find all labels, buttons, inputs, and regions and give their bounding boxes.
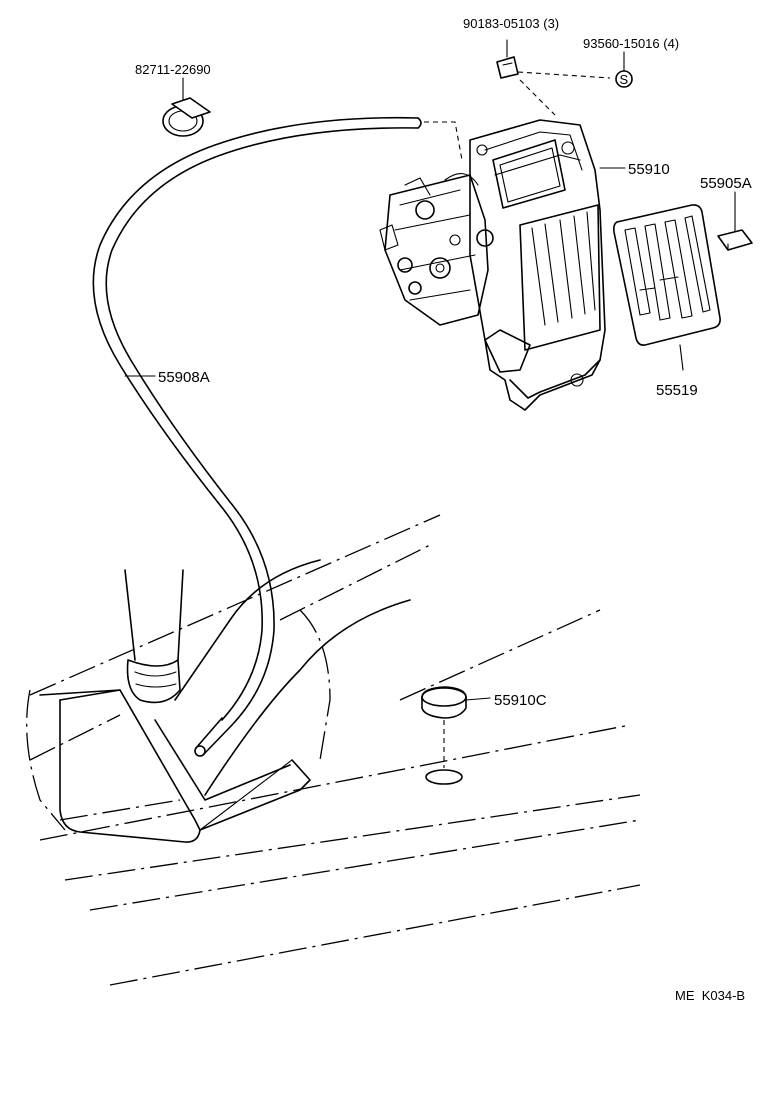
screw-symbol-letter: S [620, 72, 629, 87]
label-55905A: 55905A [700, 175, 752, 192]
shift-post [124, 569, 184, 704]
label-90183-05103: 90183-05103 (3) [463, 16, 559, 31]
label-93560-15016: 93560-15016 (4) [583, 36, 679, 51]
bolt-nut-icon [496, 39, 611, 116]
control-panel-plate-icon [613, 204, 721, 346]
control-cable [92, 116, 463, 757]
console-tunnel [39, 559, 411, 843]
control-knob-icon [717, 229, 753, 251]
label-55908A: 55908A [158, 369, 210, 386]
label-55519: 55519 [656, 382, 698, 399]
reference-code: ME K034-B [675, 988, 745, 1003]
hole-plug-icon [421, 686, 467, 785]
screw-symbol-icon: S [615, 51, 633, 88]
control-housing-icon [379, 119, 606, 411]
label-55910C: 55910C [494, 692, 547, 709]
cable-clamp-icon [162, 97, 211, 137]
label-82711-22690: 82711-22690 [135, 62, 211, 77]
floor-panel-outline [26, 514, 641, 986]
leader-lines [124, 77, 736, 701]
label-55910: 55910 [628, 161, 670, 178]
